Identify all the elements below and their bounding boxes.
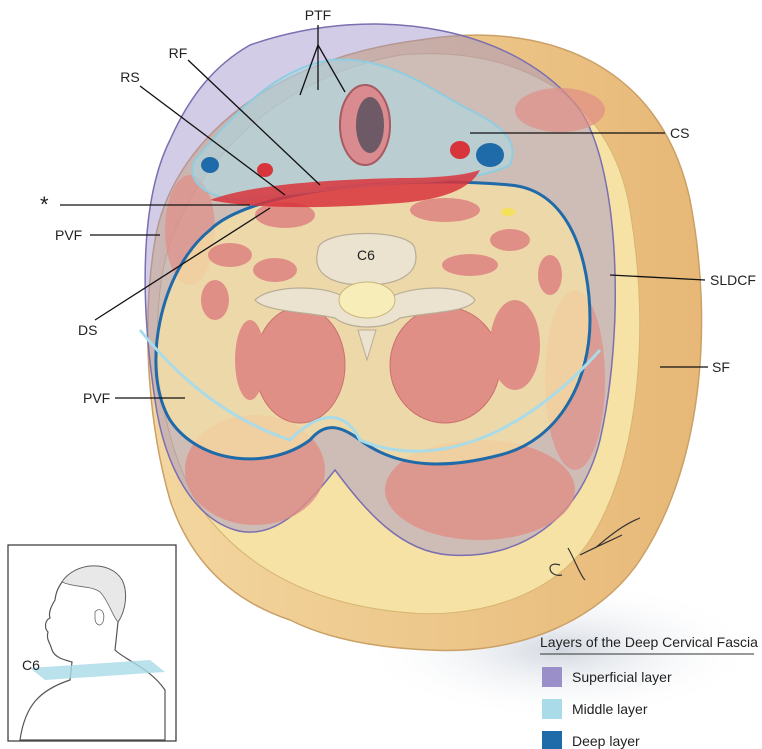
splenius-left: [235, 320, 265, 400]
levator-left: [253, 258, 297, 282]
neck-cross-section: C6: [140, 24, 702, 650]
label-ds: DS: [78, 322, 97, 338]
legend-label-deep: Deep layer: [572, 733, 640, 749]
semispinalis-left: [255, 307, 345, 423]
small-fat-pad: [501, 208, 515, 216]
label-cs: CS: [670, 125, 689, 141]
scalene-right: [490, 229, 530, 251]
legend-label-middle: Middle layer: [572, 701, 648, 717]
label-sf: SF: [712, 359, 730, 375]
semispinalis-right: [390, 307, 500, 423]
inset-c6-label: C6: [22, 657, 40, 673]
scalene-right-2: [442, 254, 498, 276]
label-rs: RS: [120, 69, 139, 85]
inset-head-neck: C6: [8, 545, 176, 741]
legend-swatch-deep: [542, 731, 562, 749]
legend-title: Layers of the Deep Cervical Fascia: [540, 634, 758, 650]
legend-swatch-superficial: [542, 667, 562, 687]
carotid-artery-right: [450, 141, 470, 159]
carotid-artery-left: [257, 163, 273, 177]
legend-swatch-middle: [542, 699, 562, 719]
label-rf: RF: [169, 45, 188, 61]
scalene-left-2: [201, 280, 229, 320]
levator-right: [538, 255, 562, 295]
trachea-lumen: [356, 97, 384, 153]
spinal-cord: [339, 282, 395, 318]
jugular-vein-left: [201, 157, 219, 173]
c6-vertebra-label: C6: [357, 247, 375, 263]
sternocleidomastoid-right: [515, 88, 605, 132]
label-asterisk: *: [40, 192, 49, 217]
splenius-right: [490, 300, 540, 390]
jugular-vein-right: [476, 143, 504, 167]
label-ptf: PTF: [305, 7, 331, 23]
label-sldcf: SLDCF: [710, 272, 756, 288]
legend-label-superficial: Superficial layer: [572, 669, 672, 685]
label-pvf-upper: PVF: [55, 227, 82, 243]
label-pvf-lower: PVF: [83, 390, 110, 406]
scalene-left: [208, 243, 252, 267]
prevertebral-muscle-2: [410, 198, 480, 222]
